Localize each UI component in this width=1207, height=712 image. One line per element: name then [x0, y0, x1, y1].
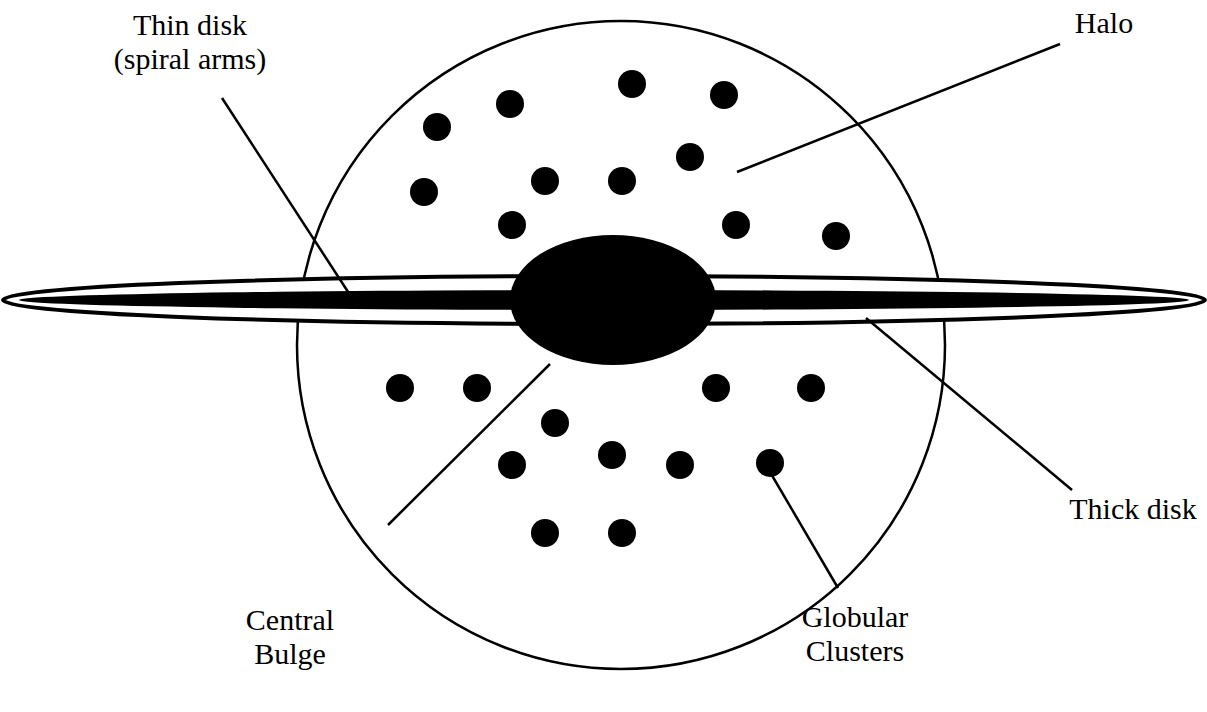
leader-lines [222, 44, 1072, 588]
halo-label: Halo [1044, 6, 1164, 40]
globular-clusters-label: Globular Clusters [780, 600, 930, 668]
thin-disk-label: Thin disk (spiral arms) [103, 8, 278, 76]
central-bulge-label: Central Bulge [228, 603, 353, 671]
central-bulge [510, 235, 716, 365]
halo-outline [297, 21, 945, 669]
thick-disk-label: Thick disk [1063, 492, 1203, 526]
